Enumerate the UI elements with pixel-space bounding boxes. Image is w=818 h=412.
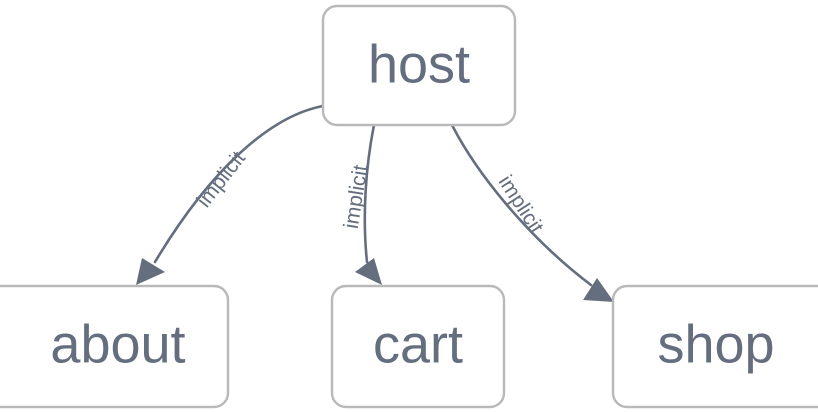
edge-host-cart-label: implicit xyxy=(340,163,373,230)
edge-host-shop-arrowhead xyxy=(583,278,614,302)
node-shop[interactable]: shop xyxy=(611,284,818,409)
edge-host-about-label: implicit xyxy=(192,147,250,212)
node-about-label: about xyxy=(50,314,185,374)
node-cart-box xyxy=(330,284,506,409)
edge-host-shop[interactable]: implicit xyxy=(450,123,614,302)
edge-host-about-arrowhead xyxy=(136,258,165,285)
node-about[interactable]: about xyxy=(0,284,230,409)
edge-host-shop-path xyxy=(450,123,593,287)
edge-host-about[interactable]: implicit xyxy=(136,104,325,285)
edge-host-about-path xyxy=(153,104,325,264)
node-host-label: host xyxy=(368,34,470,94)
edge-host-shop-label: implicit xyxy=(494,171,548,237)
node-shop-box xyxy=(611,284,818,409)
node-cart-label: cart xyxy=(373,314,463,374)
node-about-box xyxy=(0,284,230,409)
edge-host-cart[interactable]: implicit xyxy=(340,123,382,285)
node-cart[interactable]: cart xyxy=(330,284,506,409)
edge-host-cart-arrowhead xyxy=(355,258,382,285)
node-shop-label: shop xyxy=(657,314,774,374)
node-host[interactable]: host xyxy=(321,4,517,127)
node-host-box xyxy=(321,4,517,127)
edge-host-cart-path xyxy=(363,123,376,264)
